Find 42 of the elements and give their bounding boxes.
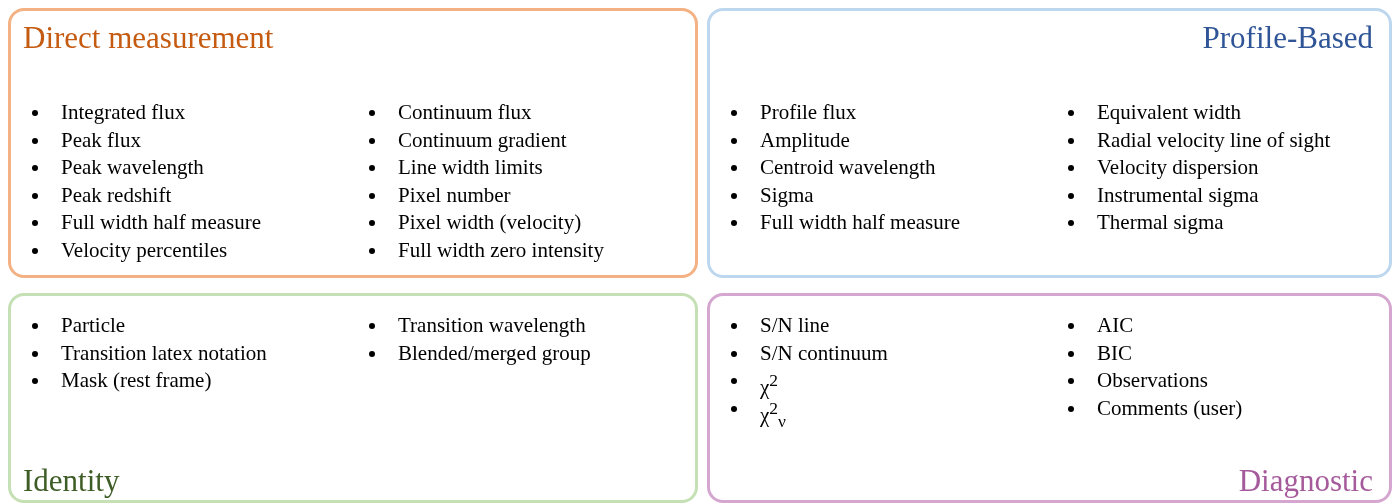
panel-title: Identity [23,464,120,498]
list-item-text: Peak flux [61,126,141,154]
list-item-text: Continuum flux [398,99,532,126]
list-item-text: Integrated flux [61,99,186,126]
list-item-text: Full width zero intensity [398,236,604,264]
list-item-text: Velocity dispersion [1097,154,1259,181]
list-item-text: Equivalent width [1097,99,1242,126]
list-item-text: Transition latex notation [61,339,267,367]
category-panel [8,293,698,503]
list-item-text: Centroid wavelength [760,154,936,181]
category-panel [8,8,698,278]
list-item-text: Pixel width (velocity) [398,209,582,236]
list-item-text: Particle [61,312,126,339]
list-item-text: Sigma [760,181,814,209]
list-item-text: Full width half measure [61,209,262,236]
list-item-text: Continuum gradient [398,126,567,154]
list-item-text: Comments (user) [1097,394,1243,422]
list-item-text: Blended/merged group [398,339,591,367]
list-item-text: Observations [1097,367,1208,394]
list-item-text: Radial velocity line of sight [1097,126,1331,154]
list-item-text: AIC [1097,312,1134,339]
list-item-text: Peak redshift [61,181,172,209]
list-item-text: Instrumental sigma [1097,181,1259,209]
category-panel [707,293,1392,503]
list-item-text: Profile flux [760,99,857,126]
list-item-text: Amplitude [760,126,850,154]
list-item-text: Pixel number [398,181,511,209]
list-item-text: BIC [1097,339,1132,367]
panel-title: Direct measurement [23,21,274,55]
panel-title: Diagnostic [1238,464,1373,498]
list-item-text: Thermal sigma [1097,209,1224,236]
category-panel [707,8,1392,278]
list-item-text: S/N continuum [760,339,888,367]
list-item-text: Full width half measure [760,209,961,236]
list-item-text: Peak wavelength [61,154,204,181]
list-item-text: Mask (rest frame) [61,367,212,394]
list-item-text: χ$^{2}$ [760,369,779,401]
list-item-text: Line width limits [398,154,543,181]
panel-title: Profile-Based [1202,21,1373,55]
list-item-text: Velocity percentiles [61,236,228,264]
list-item-text: S/N line [760,312,830,339]
list-item-text: Transition wavelength [398,312,586,339]
